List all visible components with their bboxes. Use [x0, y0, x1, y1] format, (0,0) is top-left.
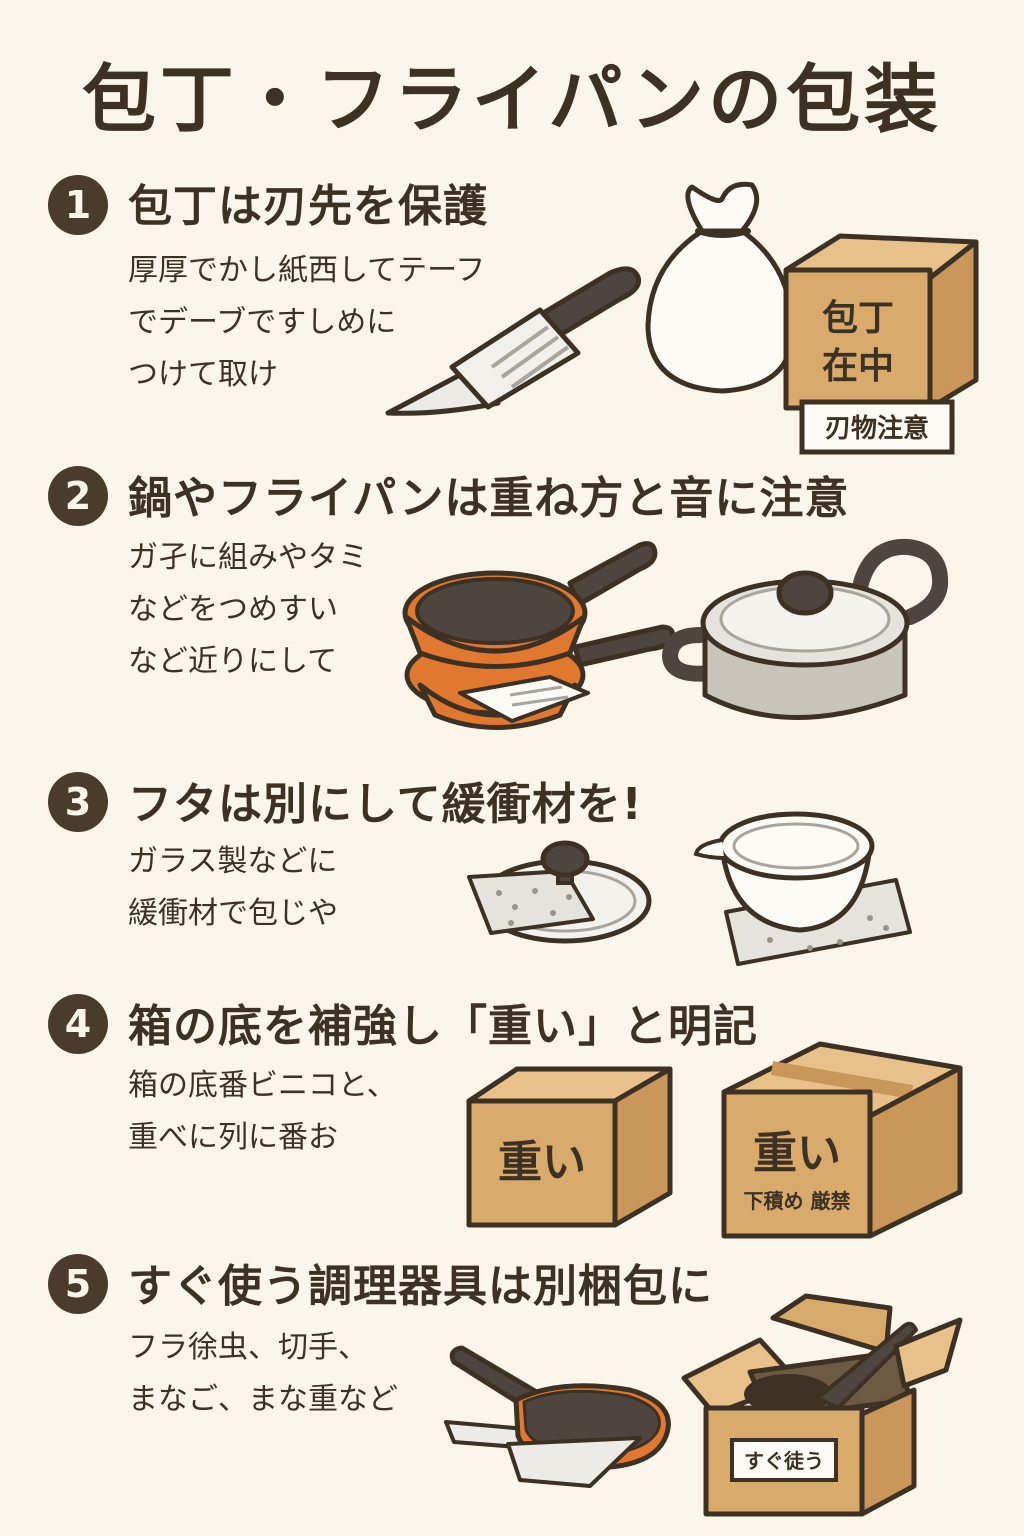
step-heading: フタは別にして緩衝材を!	[128, 779, 643, 830]
step-number: 5	[48, 1254, 108, 1314]
box-label-bottom: 在中	[822, 346, 894, 387]
step-description: 厚厚でかし紙西してテーフ でデーブですしめに つけて取け	[128, 253, 486, 392]
step-description: ガ孑に組みやタミ などをつめすい など近りにして	[128, 540, 368, 679]
heavy-box-b-illustration: 重い 下積め 厳禁	[721, 1041, 963, 1239]
pot-illustration	[661, 538, 949, 720]
step-number: 4	[48, 994, 108, 1054]
box-label: すぐ徒う	[744, 1449, 824, 1473]
page-title: 包丁・フライパンの包装	[81, 57, 943, 143]
stacked-frypans-illustration	[402, 541, 675, 730]
heavy-label: 重い	[753, 1128, 841, 1179]
step-number: 3	[48, 772, 108, 832]
step-description: ガラス製などに 緩衝材で包じや	[128, 844, 338, 931]
step-number: 2	[48, 466, 108, 526]
knife-box-illustration: 包丁 在中 刃物注意	[783, 233, 979, 455]
heavy-sublabel: 下積め 厳禁	[744, 1189, 851, 1213]
small-tools-illustration	[444, 1345, 671, 1488]
step-number: 1	[48, 175, 108, 235]
step-heading: 箱の底を補強し「重い」と明記	[128, 1001, 758, 1052]
step-heading: すぐ使う調理器具は別梱包に	[128, 1261, 713, 1312]
heavy-box-a-illustration: 重い	[466, 1066, 673, 1228]
bag-illustration	[645, 181, 795, 394]
open-box-illustration: すぐ徒う	[681, 1293, 963, 1517]
step-heading: 鍋やフライパンは重ね方と音に注意	[128, 473, 850, 524]
step-description: フラ徐虫、切手、 まなご、まな重など	[128, 1330, 398, 1417]
caution-tag: 刃物注意	[825, 413, 929, 444]
glass-bowl-illustration	[693, 811, 912, 966]
lid-illustration	[467, 840, 652, 944]
knife-illustration	[385, 266, 642, 416]
step-description: 箱の底番ビニコと、 重べに列に番お	[128, 1068, 397, 1155]
step-heading: 包丁は刃先を保護	[128, 181, 488, 232]
heavy-label: 重い	[498, 1137, 586, 1188]
box-label-top: 包丁	[822, 298, 894, 339]
